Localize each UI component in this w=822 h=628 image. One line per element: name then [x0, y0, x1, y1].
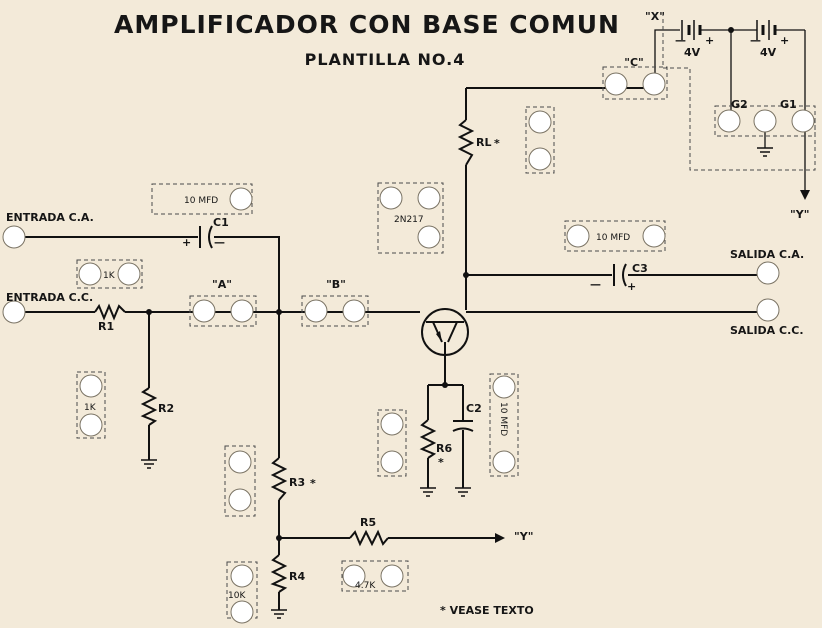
resistor-r2	[140, 387, 158, 426]
battery-right-voltage: 4V	[760, 46, 777, 59]
label-rl-star: *	[494, 137, 500, 150]
label-entrada-ca: ENTRADA C.A.	[6, 211, 94, 224]
label-g1: G1	[780, 98, 797, 111]
label-c1: C1	[213, 216, 229, 229]
socket-b-label: "B"	[326, 278, 346, 291]
label-r5: R5	[360, 516, 376, 529]
label-r6-star: *	[438, 456, 444, 469]
battery-right-plus: +	[780, 34, 789, 47]
value-r-1k: 1K	[103, 271, 116, 281]
label-r2: R2	[158, 402, 174, 415]
value-r-4-7k: 4.7K	[355, 581, 376, 591]
value-c-10mfd-b: 10 MFD	[596, 233, 630, 243]
c1-plus: +	[182, 236, 191, 249]
label-salida-ca: SALIDA C.A.	[730, 248, 804, 261]
arrow-y-bottom-label: "Y"	[514, 530, 533, 543]
resistor-r1	[94, 303, 126, 321]
battery-right-minus: —	[750, 34, 761, 47]
component-boxes	[76, 12, 816, 619]
capacitor-c2	[452, 420, 474, 432]
battery-left	[681, 20, 702, 40]
junction-dots	[146, 27, 734, 541]
footnote: * VEASE TEXTO	[440, 604, 534, 617]
title: AMPLIFICADOR CON BASE COMUN	[114, 10, 620, 39]
label-r4: R4	[289, 570, 305, 583]
ground-symbols	[141, 147, 773, 619]
value-c-10mfd-vertical: 10 MFD	[498, 402, 508, 436]
value-c-10mfd: 10 MFD	[184, 196, 218, 206]
arrow-y-right-label: "Y"	[790, 208, 809, 221]
arrow-y-right	[800, 190, 810, 200]
subtitle: PLANTILLA NO.4	[305, 50, 466, 69]
socket-a-label: "A"	[212, 278, 232, 291]
wiring	[20, 29, 806, 610]
arrow-y-bottom	[495, 533, 505, 543]
battery-left-minus: —	[675, 34, 686, 47]
resistor-rl	[457, 119, 475, 166]
label-c2: C2	[466, 402, 482, 415]
label-entrada-cc: ENTRADA C.C.	[6, 291, 93, 304]
c1-minus: —	[214, 236, 225, 249]
battery-left-plus: +	[705, 34, 714, 47]
label-r6: R6	[436, 442, 452, 455]
label-g2: G2	[731, 98, 748, 111]
label-c3: C3	[632, 262, 648, 275]
battery-right	[756, 20, 777, 40]
resistor-r3	[270, 457, 288, 501]
c3-plus: +	[627, 280, 636, 293]
value-transistor: 2N217	[394, 215, 424, 225]
label-r3-star: *	[310, 477, 316, 490]
resistor-r6	[419, 419, 437, 459]
resistor-r4	[270, 554, 288, 593]
capacitor-c1	[199, 225, 213, 249]
terminal-holes	[2, 72, 815, 624]
socket-c-label: "C"	[624, 56, 644, 69]
label-r1: R1	[98, 320, 114, 333]
label-rl: RL	[476, 136, 491, 149]
value-r-1k-b: 1K	[84, 403, 97, 413]
value-r-10k: 10K	[228, 591, 246, 601]
resistor-r5	[349, 529, 389, 547]
label-r3: R3	[289, 476, 305, 489]
capacitor-c3	[613, 263, 627, 287]
c3-minus: —	[590, 278, 601, 291]
socket-x-label: "X"	[645, 10, 665, 23]
transistor-symbol	[421, 308, 469, 356]
label-salida-cc: SALIDA C.C.	[730, 324, 804, 337]
battery-left-voltage: 4V	[684, 46, 701, 59]
